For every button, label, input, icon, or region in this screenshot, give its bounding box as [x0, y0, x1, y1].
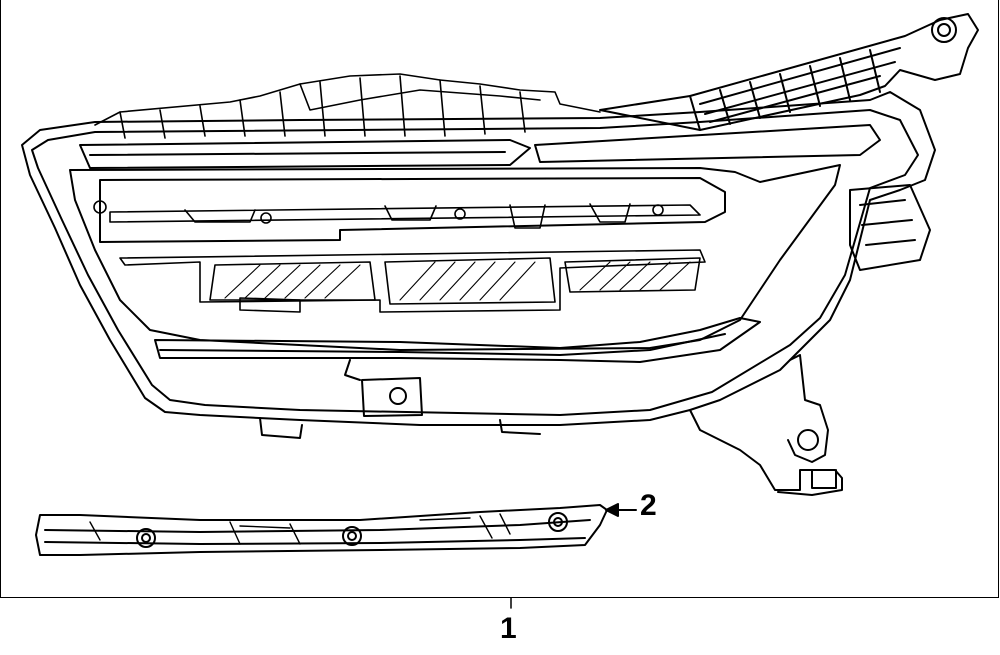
callout-label-1: 1 — [500, 612, 517, 645]
lower-mounting-leg — [689, 184, 931, 496]
lower-lens-bar — [154, 317, 761, 363]
diagram-frame — [0, 0, 999, 598]
lamp-modules — [119, 249, 706, 313]
callout-label-2: 2 — [640, 489, 657, 522]
upper-lens-bar — [79, 124, 881, 169]
callout-arrow-2 — [605, 503, 637, 517]
headlamp-assembly — [21, 13, 979, 609]
drl-strip — [93, 200, 701, 229]
housing-top-ribs — [94, 73, 601, 139]
lower-trim-bracket — [35, 503, 637, 556]
housing-outline — [21, 91, 936, 426]
adjuster-bracket — [259, 359, 541, 439]
